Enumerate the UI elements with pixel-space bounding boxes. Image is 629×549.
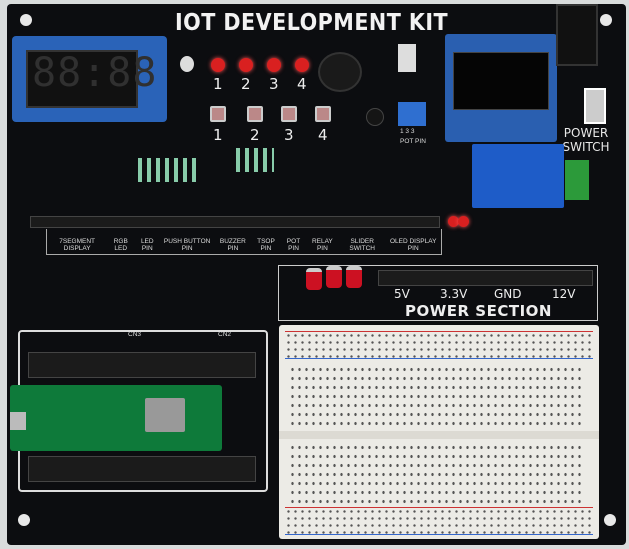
- pin-label: PUSH BUTTON PIN: [163, 238, 211, 252]
- board-title: IOT DEVELOPMENT KIT: [175, 10, 449, 36]
- led-2: [239, 58, 253, 72]
- button-label: 1: [213, 126, 223, 144]
- push-button-3[interactable]: [281, 106, 297, 122]
- mount-hole: [600, 14, 612, 26]
- led-label: 4: [297, 75, 307, 93]
- tsop-sensor: [366, 108, 384, 126]
- potentiometer[interactable]: [398, 102, 426, 126]
- pin-label: 7SEGMENT DISPLAY: [59, 238, 96, 252]
- pin-label: RGB LED: [113, 238, 128, 252]
- rail-label-12v: 12V: [552, 287, 576, 301]
- power-section: [278, 265, 598, 321]
- power-switch[interactable]: [584, 88, 606, 124]
- pin-label: OLED DISPLAY PIN: [389, 238, 437, 252]
- buzzer: [318, 52, 362, 92]
- relay-terminal-block: [565, 160, 589, 200]
- dc-power-jack: [556, 4, 598, 66]
- relay-module: [472, 144, 564, 208]
- pin-label: LED PIN: [140, 238, 154, 252]
- pot-pins: 1 3 3: [400, 128, 415, 135]
- button-label: 4: [318, 126, 328, 144]
- push-button-2[interactable]: [247, 106, 263, 122]
- oled-display-module: [445, 34, 557, 142]
- seven-segment-module: 88:88: [12, 36, 167, 122]
- power-section-title: POWER SECTION: [405, 302, 552, 320]
- capacitor: [346, 266, 362, 288]
- led-label: 3: [269, 75, 279, 93]
- led-4: [295, 58, 309, 72]
- power-header: [378, 270, 593, 286]
- raspberry-pi-pico-w: [10, 385, 222, 451]
- rail-label-gnd: GND: [494, 287, 522, 301]
- button-label: 3: [284, 126, 294, 144]
- capacitor: [326, 266, 342, 288]
- connector-label-cn2: CN2: [218, 331, 232, 338]
- usb-port[interactable]: [10, 412, 26, 430]
- push-button-1[interactable]: [210, 106, 226, 122]
- pin-label-box: 7SEGMENT DISPLAY RGB LED LED PIN PUSH BU…: [46, 229, 442, 255]
- led-1: [211, 58, 225, 72]
- slider-switch[interactable]: [398, 44, 416, 72]
- relay-led: [448, 216, 459, 227]
- mount-hole: [18, 514, 30, 526]
- rail-label-3v3: 3.3V: [440, 287, 468, 301]
- led-3: [267, 58, 281, 72]
- pin-label: RELAY PIN: [311, 238, 333, 252]
- pin-label: SLIDER SWITCH: [349, 238, 375, 252]
- button-label: 2: [250, 126, 260, 144]
- pin-label: POT PIN: [286, 238, 301, 252]
- pico-header-bottom: [28, 456, 256, 482]
- connector-label-cn3: CN3: [128, 331, 142, 338]
- breadboard: [279, 325, 599, 539]
- pin-header: [30, 216, 440, 228]
- wifi-module: [145, 398, 185, 432]
- resistor-array: [138, 158, 198, 182]
- ldr-sensor: [180, 56, 194, 72]
- mount-hole: [20, 14, 32, 26]
- pot-label: POT PIN: [400, 138, 426, 145]
- mount-hole: [604, 514, 616, 526]
- capacitor: [306, 268, 322, 290]
- oled-screen: [453, 52, 549, 110]
- power-switch-label: POWER SWITCH: [562, 126, 610, 154]
- resistor-array: [236, 148, 274, 172]
- pin-label: TSOP PIN: [257, 238, 275, 252]
- led-label: 2: [241, 75, 251, 93]
- led-label: 1: [213, 75, 223, 93]
- pin-label: BUZZER PIN: [219, 238, 246, 252]
- rail-label-5v: 5V: [394, 287, 410, 301]
- relay-led: [458, 216, 469, 227]
- pico-header-top: [28, 352, 256, 378]
- seven-segment-digits: 88:88: [32, 50, 158, 96]
- push-button-4[interactable]: [315, 106, 331, 122]
